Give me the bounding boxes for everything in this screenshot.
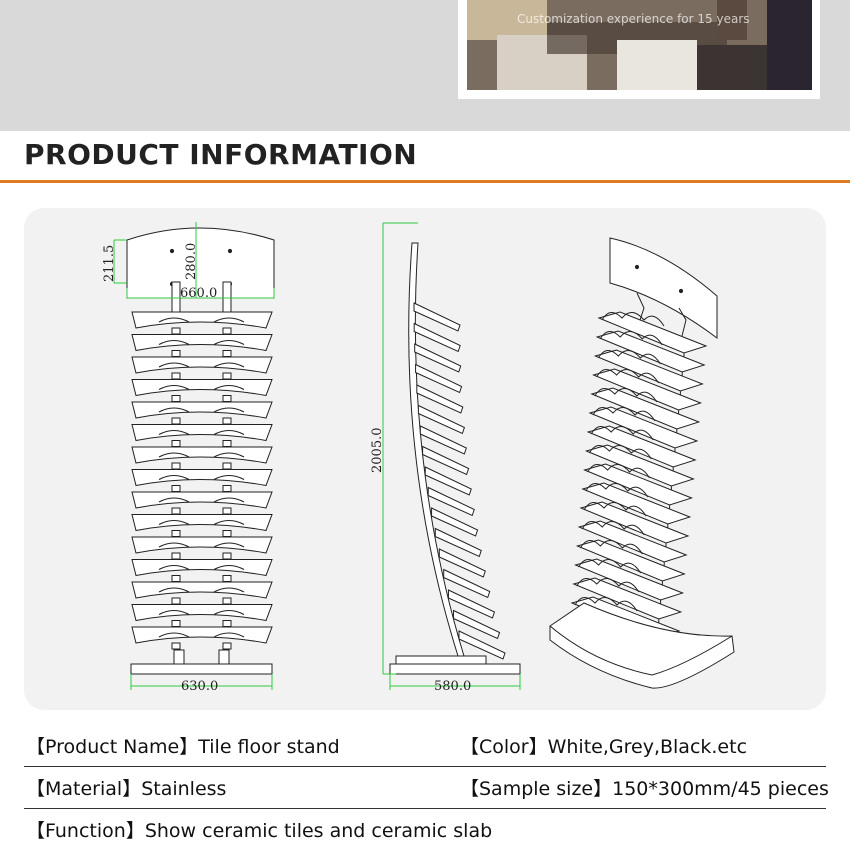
side-shelf-arm	[417, 404, 466, 435]
side-shelf-arm	[424, 466, 472, 496]
spec-product-name: 【Product Name】Tile floor stand	[26, 736, 340, 758]
dim-panel-height: 211.5	[102, 245, 117, 282]
front-shelf	[131, 311, 273, 335]
front-shelf	[131, 626, 273, 650]
perspective-base	[549, 602, 735, 689]
perspective-shelf	[590, 387, 701, 442]
product-photo: Customization experience for 15 years	[467, 0, 812, 90]
front-view-drawing	[126, 227, 275, 675]
perspective-header-panel	[609, 237, 718, 340]
side-shelf-arm	[415, 363, 463, 394]
dim-header-height: 280.0	[184, 243, 199, 280]
side-shelf-arm	[438, 548, 486, 578]
section-title: PRODUCT INFORMATION	[24, 138, 418, 171]
side-view-drawing	[389, 242, 521, 675]
side-shelf-arm	[413, 302, 461, 332]
side-shelf-arm	[453, 609, 501, 640]
side-shelf-arm	[416, 384, 464, 414]
dim-base-width: 630.0	[181, 679, 218, 694]
side-shelf-arm	[419, 425, 467, 455]
perspective-shelf	[584, 444, 695, 499]
perspective-shelf	[586, 425, 697, 480]
front-shelf	[131, 446, 273, 470]
spec-row-2: 【Material】Stainless 【Sample size】150*300…	[24, 768, 829, 809]
front-shelf	[131, 401, 273, 425]
side-shelf-arm	[434, 527, 482, 558]
spec-sample-size: 【Sample size】150*300mm/45 pieces	[460, 778, 829, 800]
side-shelf-arm	[414, 343, 462, 373]
front-shelf	[131, 491, 273, 515]
perspective-view-drawing	[549, 237, 735, 689]
side-shelf-arm	[422, 445, 470, 476]
technical-drawing: 211.5 280.0 660.0 630.0 2005.0 580.0	[102, 222, 735, 694]
side-shelf-arm	[458, 630, 506, 660]
front-shelf	[131, 559, 273, 582]
side-dimension-lines	[382, 222, 521, 690]
spec-row-3: 【Function】Show ceramic tiles and ceramic…	[24, 810, 826, 850]
front-shelf	[131, 469, 273, 492]
photo-caption: Customization experience for 15 years	[517, 12, 750, 26]
front-shelf	[131, 604, 273, 627]
front-shelf	[131, 536, 273, 560]
side-shelf-arm	[413, 322, 461, 353]
spec-row-1: 【Product Name】Tile floor stand 【Color】Wh…	[24, 726, 826, 767]
dim-total-height: 2005.0	[370, 428, 385, 474]
product-photo-illustration	[467, 0, 812, 90]
front-shelf	[131, 356, 273, 380]
front-header-panel	[126, 227, 275, 299]
side-shelf-arm	[431, 507, 479, 537]
front-dimension-lines	[113, 222, 275, 690]
side-shelf-arm	[427, 486, 475, 517]
front-shelf	[131, 334, 273, 357]
technical-drawing-panel: 211.5 280.0 660.0 630.0 2005.0 580.0	[24, 208, 826, 710]
section-divider	[0, 180, 850, 183]
spec-function: 【Function】Show ceramic tiles and ceramic…	[26, 820, 493, 842]
side-shelf-arm	[447, 589, 496, 619]
front-shelf	[131, 581, 273, 605]
front-base	[130, 663, 273, 675]
front-shelf	[131, 379, 273, 402]
perspective-shelf	[581, 482, 692, 537]
front-shelf	[131, 424, 273, 447]
side-base	[389, 663, 521, 675]
dim-header-width: 660.0	[180, 286, 217, 301]
front-shelf	[131, 514, 273, 537]
dim-base-depth: 580.0	[434, 679, 471, 694]
side-shelf-arm	[443, 568, 491, 599]
spec-material: 【Material】Stainless	[26, 778, 227, 800]
perspective-shelf	[583, 463, 694, 518]
spec-color: 【Color】White,Grey,Black.etc	[460, 736, 748, 758]
